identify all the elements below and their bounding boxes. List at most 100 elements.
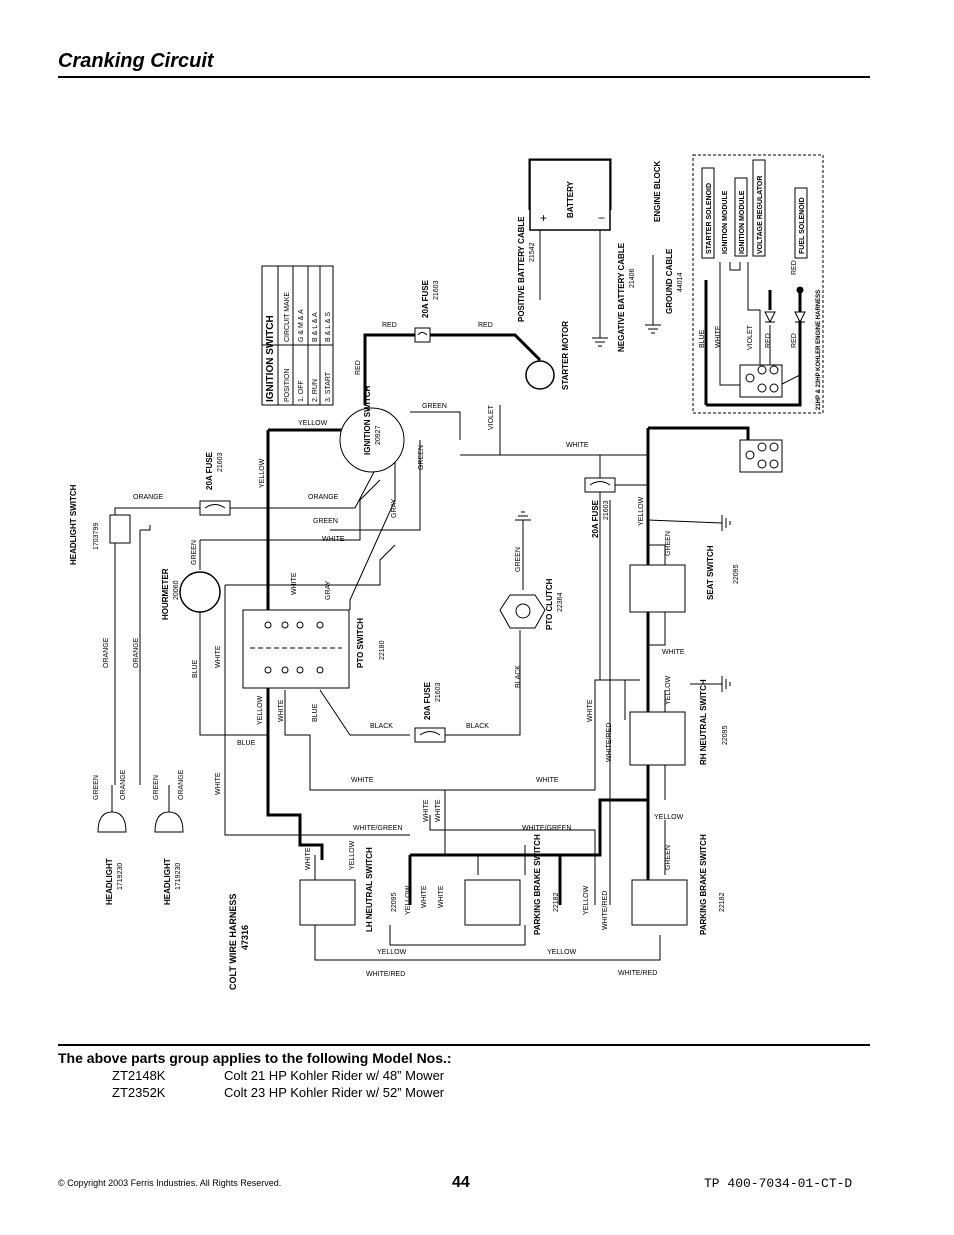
positive-cable-pn: 21542 — [529, 242, 536, 262]
wire-label-yellow-10: YELLOW — [405, 885, 412, 915]
battery-label: BATTERY — [566, 180, 575, 218]
headlight-switch-label: HEADLIGHT SWITCH — [69, 484, 78, 565]
starter-solenoid-label: STARTER SOLENOID — [706, 183, 713, 254]
wire-label-red-5: RED — [791, 260, 798, 275]
svg-text:−: − — [598, 211, 605, 225]
seat-switch-pn: 22095 — [733, 564, 740, 584]
positive-cable-label: POSITIVE BATTERY CABLE — [517, 216, 526, 322]
ground-symbols — [515, 324, 731, 692]
wire-label-black-1: BLACK — [370, 723, 393, 730]
wire-label-white-6: WHITE — [291, 572, 298, 595]
hourmeter-pn: 20060 — [173, 580, 180, 600]
battery-symbol: + − — [529, 159, 611, 338]
page-number: 44 — [452, 1174, 470, 1191]
ignition-switch-label: IGNITION SWITCH — [363, 385, 372, 455]
ignition-table-row-1-circuit: G & M & A — [298, 309, 305, 342]
wire-label-yellow-11: YELLOW — [583, 885, 590, 915]
wire-label-yellow-3: YELLOW — [377, 949, 407, 956]
model-row-2: ZT2352K Colt 23 HP Kohler Rider w/ 52” Mo… — [112, 1085, 444, 1100]
fuse-1-label: 20A FUSE — [421, 279, 430, 318]
page-title: Cranking Circuit — [58, 50, 214, 72]
wire-label-yellow-8: YELLOW — [665, 675, 672, 705]
wire-label-violet-1: VIOLET — [488, 404, 495, 430]
wire-label-red-6: RED — [791, 333, 798, 348]
engine-components — [701, 159, 808, 259]
wire-label-yellow-1: YELLOW — [298, 420, 328, 427]
fuse-2-pn: 21603 — [217, 452, 224, 472]
engine-connector — [739, 364, 783, 398]
harness-pn: 47316 — [240, 925, 250, 950]
headlight-switch-pn: 1703799 — [93, 523, 100, 550]
wire-label-orange-2: ORANGE — [308, 494, 339, 501]
wire-label-white-10: WHITE — [215, 772, 222, 795]
wire-label-white-8: WHITE — [278, 699, 285, 722]
wire-label-white-3: WHITE — [662, 649, 685, 656]
wire-label-yellow-9: YELLOW — [349, 840, 356, 870]
engine-harness-border — [692, 154, 824, 414]
wire-label-white-2: WHITE — [322, 536, 345, 543]
starter-motor-symbol — [525, 360, 555, 390]
model-number: ZT2352K — [112, 1085, 166, 1100]
wire-label-blue-4: BLUE — [699, 329, 706, 348]
diode-symbols — [764, 286, 806, 324]
wire-label-red-4: RED — [765, 333, 772, 348]
engine-block-label: ENGINE BLOCK — [653, 160, 662, 222]
document-id: TP 400-7034-01-CT-D — [704, 1176, 853, 1191]
model-desc: Colt 23 HP Kohler Rider w/ 52” Mower — [224, 1085, 445, 1100]
negative-cable-label: NEGATIVE BATTERY CABLE — [617, 242, 626, 352]
wire-label-white-14: WHITE — [421, 885, 428, 908]
wire-label-black-3: BLACK — [515, 665, 522, 688]
wire-label-red-2: RED — [478, 322, 493, 329]
rh-neutral-pn: 22095 — [722, 725, 729, 745]
engine-harness-label: 21HP & 23HP KOHLER ENGINE HARNESS — [816, 290, 822, 410]
negative-cable-pn: 21406 — [629, 268, 636, 288]
model-number: ZT2148K — [112, 1068, 166, 1083]
wire-label-orange-4: ORANGE — [133, 637, 140, 668]
ignition-table-col-position: POSITION — [284, 369, 291, 402]
wire-label-white-12: WHITE — [435, 799, 442, 822]
fuse-1-pn: 21603 — [433, 280, 440, 300]
ignition-table-row-1-position: 1. OFF — [298, 380, 305, 402]
wire-label-white-red-1: WHITE/RED — [366, 971, 405, 978]
wire-label-green-7: GREEN — [93, 775, 100, 800]
wire-label-gray-1: GRAY — [391, 498, 398, 518]
fuse-2-label: 20A FUSE — [205, 451, 214, 490]
wire-label-white-15: WHITE — [438, 885, 445, 908]
ground-cable-label: GROUND CABLE — [665, 248, 674, 314]
pto-switch-symbol — [242, 609, 350, 689]
models-heading: The above parts group applies to the fol… — [58, 1050, 452, 1066]
wire-label-white-5: WHITE — [536, 777, 559, 784]
wire-label-white-9: WHITE — [587, 699, 594, 722]
fuel-solenoid-label: FUEL SOLENOID — [799, 197, 806, 254]
wire-label-green-9: GREEN — [665, 845, 672, 870]
rh-neutral-label: RH NEUTRAL SWITCH — [699, 679, 708, 765]
wire-label-white-4: WHITE — [351, 777, 374, 784]
wire-label-blue-2: BLUE — [192, 659, 199, 678]
fuse-4-pn: 21603 — [435, 682, 442, 702]
voltage-regulator-label: VOLTAGE REGULATOR — [757, 176, 764, 254]
ignition-table-heading: IGNITION SWITCH — [265, 315, 276, 402]
wire-label-orange-6: ORANGE — [178, 769, 185, 800]
ignition-table-row-2-circuit: B & L & A — [312, 312, 319, 342]
ignition-table-row-3-position: 3. START — [325, 371, 332, 402]
lh-neutral-pn: 22095 — [391, 892, 398, 912]
parking-brake-2-pn: 22182 — [719, 892, 726, 912]
wire-label-white-red-3: WHITE/RED — [606, 723, 613, 762]
pto-clutch-label: PTO CLUTCH — [545, 578, 554, 630]
wire-label-white-7: WHITE — [215, 645, 222, 668]
thin-wires — [114, 255, 801, 961]
wire-label-white-13: WHITE — [305, 847, 312, 870]
wire-label-green-1: GREEN — [422, 403, 447, 410]
copyright: © Copyright 2003 Ferris Industries. All … — [58, 1178, 282, 1188]
ignition-table-col-circuit: CIRCUIT MAKE — [284, 292, 291, 342]
harness-label: COLT WIRE HARNESS — [228, 894, 238, 990]
wire-label-white-16: WHITE — [715, 325, 722, 348]
ignition-table-row-2-position: 2. RUN — [312, 379, 319, 402]
headlight-2-label: HEADLIGHT — [163, 858, 172, 905]
pto-clutch-symbol — [499, 594, 546, 629]
wire-label-red-3: RED — [355, 360, 362, 375]
wire-label-blue-1: BLUE — [237, 740, 256, 747]
ignition-table-row-3-circuit: B & L & S — [325, 312, 332, 342]
parking-brake-1-pn: 22182 — [553, 892, 560, 912]
